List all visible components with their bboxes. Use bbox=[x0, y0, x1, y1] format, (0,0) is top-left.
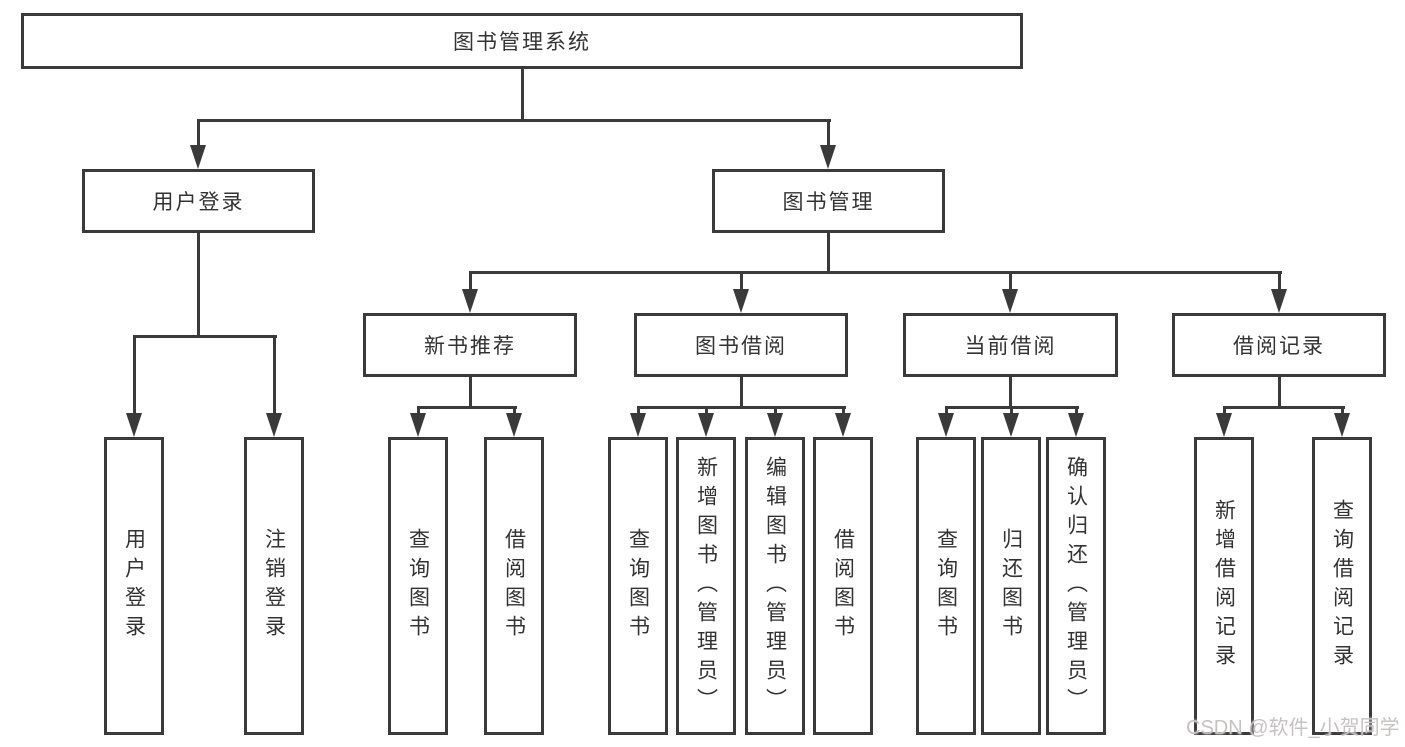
arrow-down-icon bbox=[1216, 406, 1232, 437]
arrow-down-icon bbox=[126, 335, 142, 437]
leaf-add-book-admin: 新增图书（管理员） bbox=[676, 437, 736, 735]
connector-line bbox=[827, 231, 830, 274]
connector-line bbox=[740, 375, 743, 409]
arrow-down-icon bbox=[1003, 406, 1019, 437]
node-current-borrow: 当前借阅 bbox=[903, 313, 1118, 377]
arrow-down-icon bbox=[698, 406, 714, 437]
node-new-book-recommend: 新书推荐 bbox=[363, 313, 577, 377]
connector-line bbox=[417, 406, 517, 409]
leaf-confirm-return-admin: 确认归还（管理员） bbox=[1046, 437, 1106, 735]
connector-line bbox=[637, 406, 846, 409]
leaf-borrow-book-2: 借阅图书 bbox=[813, 437, 873, 735]
leaf-add-borrow-record: 新增借阅记录 bbox=[1194, 437, 1254, 735]
arrow-down-icon bbox=[1271, 271, 1287, 313]
arrow-down-icon bbox=[462, 271, 478, 313]
arrow-down-icon bbox=[1002, 271, 1018, 313]
arrow-down-icon bbox=[767, 406, 783, 437]
leaf-logout: 注销登录 bbox=[244, 437, 304, 735]
arrow-down-icon bbox=[1068, 406, 1084, 437]
csdn-watermark: CSDN @软件_小贺同学 bbox=[1186, 717, 1400, 739]
connector-line bbox=[1278, 375, 1281, 409]
leaf-user-login: 用户登录 bbox=[104, 437, 164, 735]
connector-line bbox=[1009, 375, 1012, 409]
arrow-down-icon bbox=[266, 335, 282, 437]
arrow-down-icon bbox=[1334, 406, 1350, 437]
node-book-borrow: 图书借阅 bbox=[634, 313, 848, 377]
node-borrow-record: 借阅记录 bbox=[1172, 313, 1386, 377]
leaf-query-book-3: 查询图书 bbox=[916, 437, 976, 735]
arrow-down-icon bbox=[938, 406, 954, 437]
connector-line bbox=[469, 271, 1282, 274]
arrow-down-icon bbox=[190, 119, 206, 169]
leaf-edit-book-admin: 编辑图书（管理员） bbox=[745, 437, 805, 735]
arrow-down-icon bbox=[630, 406, 646, 437]
node-root-system: 图书管理系统 bbox=[21, 13, 1023, 69]
connector-line bbox=[197, 119, 831, 122]
arrow-down-icon bbox=[733, 271, 749, 313]
connector-line bbox=[133, 335, 277, 338]
node-book-management: 图书管理 bbox=[712, 169, 945, 233]
leaf-query-book-1: 查询图书 bbox=[388, 437, 448, 735]
leaf-query-borrow-record: 查询借阅记录 bbox=[1312, 437, 1372, 735]
node-user-login: 用户登录 bbox=[82, 169, 315, 233]
connector-line bbox=[469, 375, 472, 409]
leaf-return-book: 归还图书 bbox=[981, 437, 1041, 735]
connector-line bbox=[197, 231, 200, 338]
leaf-query-book-2: 查询图书 bbox=[608, 437, 668, 735]
connector-line bbox=[1223, 406, 1345, 409]
arrow-down-icon bbox=[835, 406, 851, 437]
arrow-down-icon bbox=[820, 119, 836, 169]
arrow-down-icon bbox=[506, 406, 522, 437]
leaf-borrow-book-1: 借阅图书 bbox=[484, 437, 544, 735]
connector-line bbox=[521, 68, 524, 122]
arrow-down-icon bbox=[410, 406, 426, 437]
